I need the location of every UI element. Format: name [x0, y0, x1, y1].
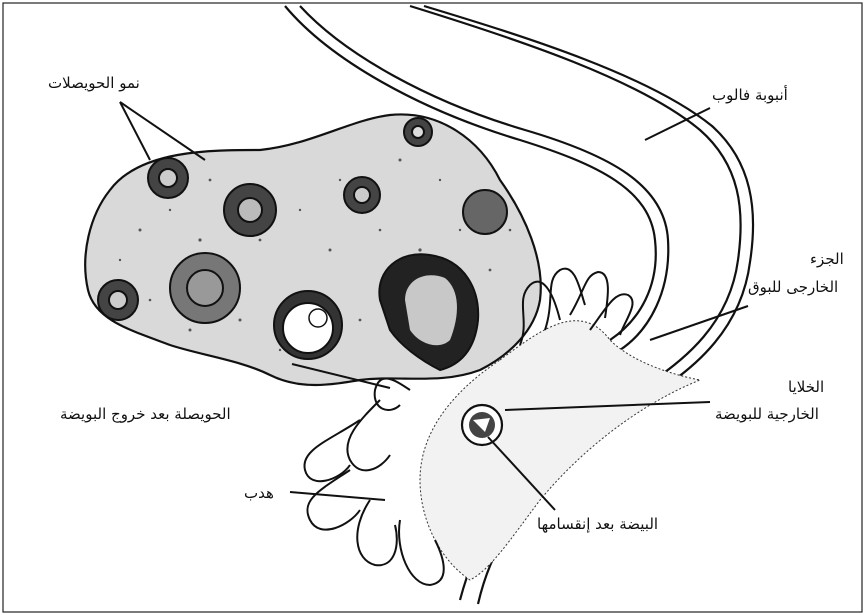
label-infundibulum-1: الجزء: [810, 250, 844, 269]
label-corona-2: الخارجية للبويضة: [715, 405, 819, 424]
label-fimbriae: هدب: [244, 484, 274, 503]
label-follicle-after-ovulation: الحويصلة بعد خروج البويضة: [60, 405, 231, 424]
label-infundibulum-2: الخارجى للبوق: [748, 278, 838, 297]
label-follicle-growth: نمو الحويصلات: [48, 74, 140, 93]
follicle: [463, 190, 507, 234]
label-egg-after-division: البيضة بعد إنقسامها: [537, 515, 658, 534]
label-corona-1: الخلايا: [788, 378, 824, 397]
label-fallopian-tube: أنبوبة فالوب: [712, 86, 788, 105]
egg: [462, 405, 502, 445]
